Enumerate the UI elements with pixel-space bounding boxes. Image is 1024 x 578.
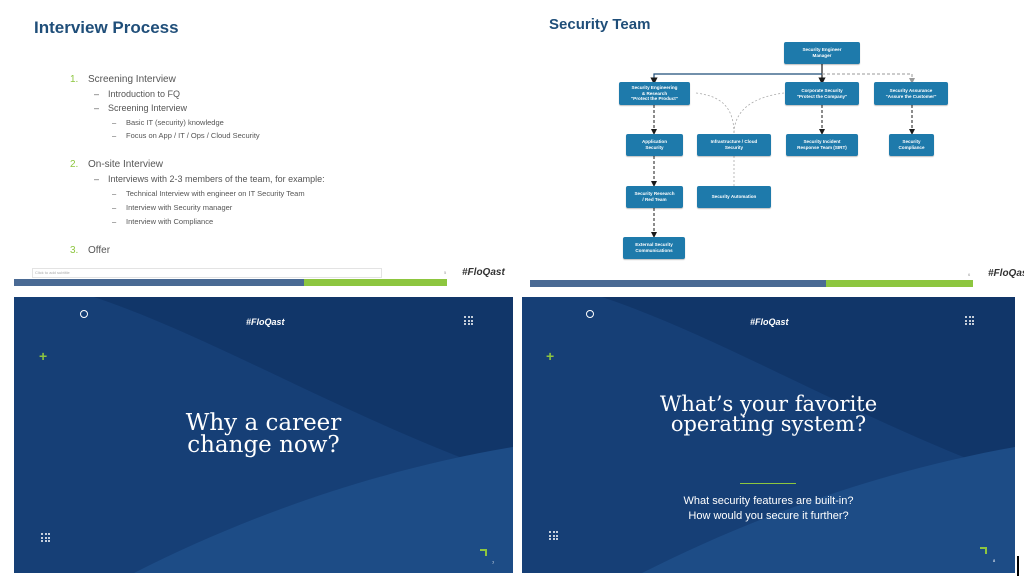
- box-security-engineering-research: Security Engineering & Research "Protect…: [619, 82, 690, 105]
- list-subitem: –Interview with Compliance: [112, 217, 214, 226]
- box-security-engineer-manager: Security Engineer Manager: [784, 42, 860, 64]
- page-number: 5: [444, 270, 447, 275]
- box-security-research-red-team: Security Research / Red Team: [626, 186, 683, 208]
- slide-title: Interview Process: [34, 18, 179, 37]
- box-application-security: Application Security: [626, 134, 683, 156]
- footer-bar-blue: [14, 279, 304, 286]
- corner-accent-icon: [480, 549, 487, 556]
- list-subitem: –Interviews with 2-3 members of the team…: [94, 174, 325, 184]
- dot-grid-icon: [549, 531, 558, 540]
- list-subitem: –Focus on App / IT / Ops / Cloud Securit…: [112, 131, 260, 140]
- floqast-logo: #FloQast: [246, 317, 285, 327]
- slide-security-team[interactable]: Security Team Security Engineer Manager …: [530, 6, 1024, 288]
- list-item-screening: 1.Screening Interview: [70, 74, 176, 85]
- question-heading: What’s your favorite operating system?: [659, 392, 878, 436]
- dot-grid-icon: [965, 316, 974, 325]
- org-chart-connectors: [650, 64, 915, 238]
- plus-icon: +: [546, 348, 555, 364]
- list-subitem: –Screening Interview: [94, 103, 188, 113]
- question-heading: Why a career change now?: [185, 410, 342, 458]
- circle-icon: [80, 310, 88, 318]
- box-external-security-communications: External Security Communications: [623, 237, 685, 259]
- box-infrastructure-cloud-security: Infrastructure / Cloud Security: [697, 134, 771, 156]
- box-security-compliance: Security Compliance: [889, 134, 934, 156]
- list-subitem: –Introduction to FQ: [94, 89, 181, 99]
- list-subitem: –Basic IT (security) knowledge: [112, 118, 224, 127]
- footer-bar-green: [304, 279, 447, 286]
- dot-grid-icon: [41, 533, 50, 542]
- floqast-logo: #FloQast: [988, 268, 1024, 279]
- circle-icon: [586, 310, 594, 318]
- box-security-automation: Security Automation: [697, 186, 771, 208]
- page-number: 8: [993, 558, 996, 563]
- plus-icon: +: [39, 348, 48, 364]
- slide-interview-process[interactable]: Interview Process 1.Screening Interview …: [14, 6, 518, 288]
- background-swoosh: [522, 297, 1015, 573]
- floqast-logo: #FloQast: [750, 317, 789, 327]
- dot-grid-icon: [464, 316, 473, 325]
- list-item-offer: 3.Offer: [70, 245, 111, 256]
- box-security-assurance: Security Assurance "Assure the Customer": [874, 82, 948, 105]
- list-subitem: –Interview with Security manager: [112, 203, 233, 212]
- footer-bar-blue: [530, 280, 826, 287]
- box-corporate-security: Corporate Security "Protect the Company": [785, 82, 859, 105]
- sub-question: What security features are built-in? How…: [683, 495, 854, 522]
- text-cursor: [1017, 556, 1019, 576]
- corner-accent-icon: [980, 547, 987, 554]
- page-number: 7: [492, 560, 495, 565]
- slide-favorite-os[interactable]: #FloQast + What’s your favorite operatin…: [522, 297, 1015, 573]
- background-swoosh: [14, 297, 513, 573]
- floqast-logo: #FloQast: [462, 267, 505, 278]
- page-number: 6: [968, 272, 971, 277]
- slide-title: Security Team: [549, 16, 651, 33]
- subtitle-placeholder[interactable]: Click to add subtitle: [32, 268, 382, 278]
- list-subitem: –Technical Interview with engineer on IT…: [112, 189, 305, 198]
- slide-career-change[interactable]: #FloQast + Why a career change now? 7: [14, 297, 513, 573]
- footer-bar-green: [826, 280, 973, 287]
- box-sirt: Security Incident Response Team (SIRT): [786, 134, 858, 156]
- divider-line: [740, 483, 796, 484]
- list-item-onsite: 2.On-site Interview: [70, 159, 164, 170]
